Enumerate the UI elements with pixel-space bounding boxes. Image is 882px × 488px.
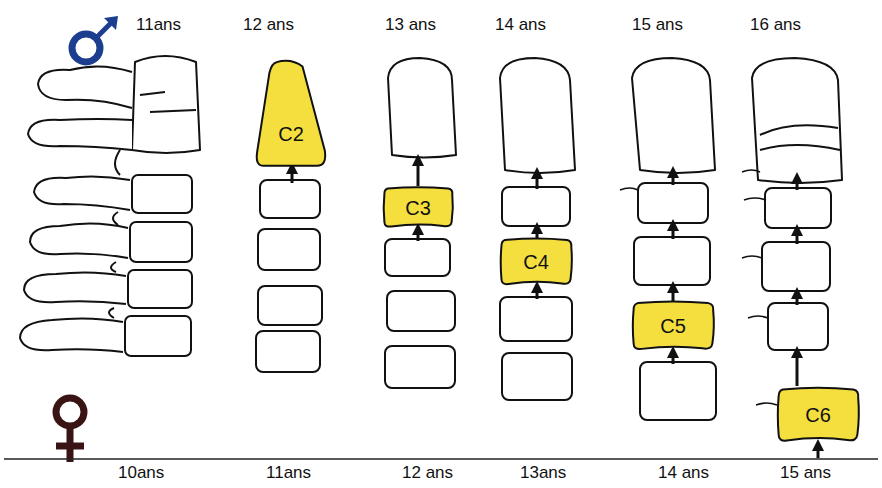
vertebra-shape (501, 239, 572, 285)
lateral-spine (20, 56, 200, 356)
age-label: 14 ans (495, 16, 546, 35)
growth-arrows (292, 160, 818, 458)
vertebra-body: C6 (777, 386, 859, 444)
age-axis (4, 458, 878, 460)
vertebra-shape (384, 187, 453, 226)
age-label: 10ans (118, 464, 164, 483)
vertebra-label: C6 (805, 405, 831, 425)
age-label: 13 ans (385, 16, 436, 35)
male-symbol (72, 16, 118, 62)
vertebra-body: C3 (383, 186, 453, 229)
vertebra-body: C5 (632, 300, 714, 352)
concavity-strokes (620, 170, 777, 405)
age-label: 11ans (266, 464, 311, 483)
female-symbol (56, 398, 84, 462)
age-label: 15 ans (632, 16, 683, 35)
vertebra-label: C5 (660, 316, 686, 336)
age-label: 14 ans (658, 464, 709, 483)
vertebra-body: C2 (255, 60, 327, 168)
age-label: 16 ans (750, 16, 801, 35)
vertebra-shape (778, 388, 859, 441)
vertebra-outline (255, 60, 327, 168)
age-label: 11ans (136, 16, 181, 35)
vertebra-label: C3 (405, 198, 431, 218)
vertebra-body: C4 (500, 237, 572, 287)
vertebra-shape (633, 302, 714, 349)
age-label: 13ans (520, 464, 566, 483)
age-label: 15 ans (780, 464, 831, 483)
vertebra-label: C4 (523, 252, 549, 272)
age-label: 12 ans (402, 464, 453, 483)
vertebra-columns (256, 58, 842, 420)
vertebra-shape (257, 61, 325, 166)
vertebra-label: C2 (278, 124, 304, 144)
age-label: 12 ans (243, 16, 294, 35)
